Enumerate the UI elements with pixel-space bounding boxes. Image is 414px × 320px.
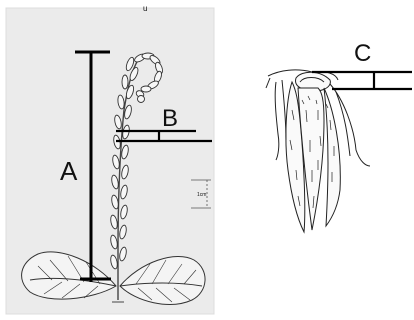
label-c: C (354, 40, 371, 67)
label-a: A (60, 156, 78, 186)
label-b: B (162, 105, 178, 132)
floret-detail (266, 70, 370, 232)
scale-label: 1cm (197, 192, 206, 198)
svg-text:u: u (143, 4, 147, 13)
bract-right (324, 88, 340, 226)
